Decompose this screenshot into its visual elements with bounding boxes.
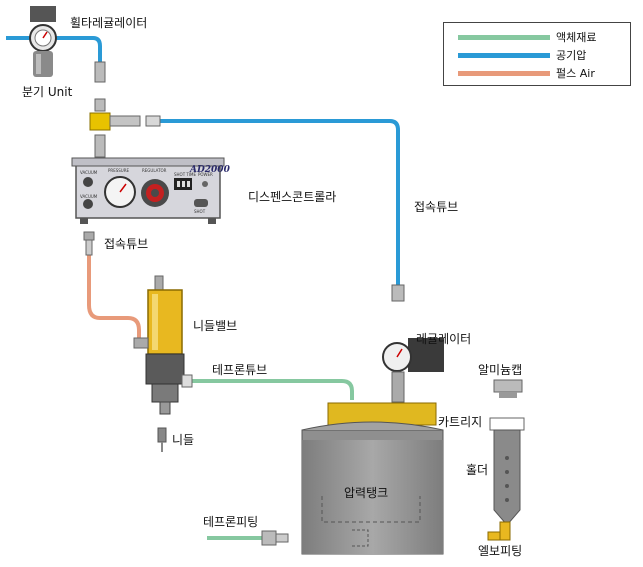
cartridge-holder	[489, 417, 525, 526]
regulator	[382, 284, 444, 403]
legend-item-pulse-air: 펄스 Air	[458, 65, 626, 81]
connect-fitting-left	[83, 231, 95, 256]
controller-model: AD2000	[189, 165, 231, 175]
label-needle-valve: 니들밸브	[193, 319, 238, 333]
legend: 액체재료 공기압 펄스 Air	[443, 22, 631, 86]
elbow-fitting	[487, 521, 511, 541]
air-tube-filter-to-branch	[56, 36, 102, 62]
label-connect-tube-top: 접속튜브	[414, 200, 459, 214]
label-regulator: 레귤레이터	[416, 332, 472, 346]
label-teflon-fitting: 테프론피팅	[203, 515, 259, 529]
legend-swatch-air	[458, 53, 550, 58]
legend-swatch-liquid	[458, 35, 550, 40]
controller-panel-label: PRESSURE	[108, 168, 130, 173]
label-connect-tube-left: 접속튜브	[104, 237, 149, 251]
legend-label-liquid: 액체재료	[556, 31, 597, 44]
legend-item-air: 공기압	[458, 47, 626, 63]
legend-label-pulse-air: 펄스 Air	[556, 67, 595, 80]
needle-valve	[133, 275, 193, 415]
label-aluminum-cap: 알미늄캡	[478, 363, 523, 377]
pulse-air-tube	[87, 255, 141, 342]
label-dispense-controller: 디스펜스콘트롤라	[248, 190, 337, 204]
label-elbow-fitting: 엘보피팅	[478, 544, 523, 558]
controller-panel-label: VACUUM	[80, 170, 98, 175]
filter-regulator	[29, 6, 57, 77]
branch-unit	[89, 61, 161, 158]
controller-panel-label: REGULATOR	[142, 168, 167, 173]
controller-panel-label: SHOT TIME	[174, 172, 196, 177]
needle	[157, 427, 167, 452]
label-filter-regulator: 휠타레귤레이터	[70, 16, 148, 30]
label-needle: 니들	[172, 433, 195, 447]
aluminum-cap	[493, 379, 523, 398]
label-holder: 홀더	[466, 463, 489, 477]
liquid-tube-teflon	[190, 379, 354, 400]
label-teflon-tube: 테프론튜브	[212, 363, 268, 377]
label-cartridge: 카트리지	[438, 415, 483, 429]
label-branch-unit: 분기 Unit	[22, 85, 73, 99]
label-pressure-tank: 압력탱크	[344, 486, 389, 500]
legend-item-liquid: 액체재료	[458, 29, 626, 45]
controller-panel-label: POWER	[198, 172, 213, 177]
legend-label-air: 공기압	[556, 49, 587, 62]
teflon-fitting	[261, 530, 289, 546]
controller-panel-label: VACUUM	[80, 194, 98, 199]
dispense-controller: AD2000 VACUUM PRESSURE REGULATOR VACUUM …	[71, 157, 231, 224]
air-tube-connect-long	[160, 119, 400, 285]
controller-panel-label: SHOT	[194, 209, 206, 214]
pressure-tank	[301, 402, 444, 555]
legend-swatch-pulse-air	[458, 71, 550, 76]
